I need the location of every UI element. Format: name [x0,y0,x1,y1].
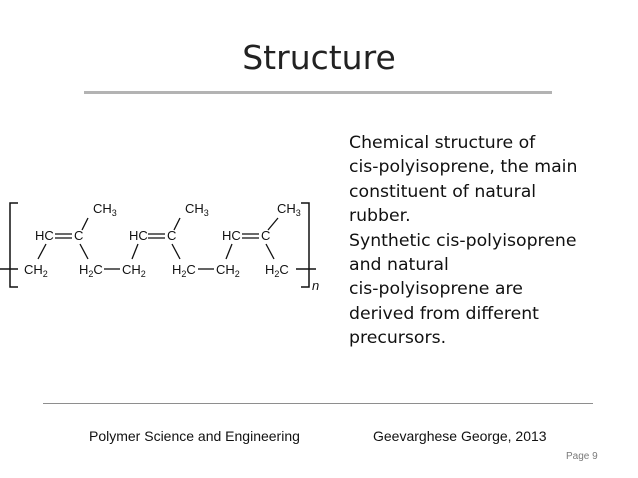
isoprene-unit-3: CH3 HC C H2C [222,201,301,279]
h2c-label: H2C [265,262,289,279]
description-line: Chemical structure of [349,133,536,153]
description-line: precursors. [349,328,447,349]
ch2-label: CH2 [24,262,48,279]
description-line: cis-polyisoprene are [349,279,523,300]
description-line: rubber. [349,206,411,227]
page-number: Page 9 [566,451,598,462]
hc-label: HC [35,228,54,243]
footer-author: Geevarghese George, 2013 [373,428,547,444]
isoprene-unit-1: CH3 HC C CH2 H2C CH2 [24,201,146,279]
description-line: and natural [349,255,449,276]
ch2-label: CH2 [122,262,146,279]
ch3-label: CH3 [277,201,301,218]
left-bracket [9,202,18,288]
chemical-structure-diagram: CH3 HC C CH2 H2C CH2 CH3 HC C [0,190,335,300]
hc-label: HC [222,228,241,243]
ch2-label: CH2 [216,262,240,279]
h2c-label: H2C [79,262,103,279]
title-underline [84,91,552,94]
h2c-label: H2C [172,262,196,279]
footer-course: Polymer Science and Engineering [89,428,300,444]
c-label: C [261,228,270,243]
hc-label: HC [129,228,148,243]
footer-divider [43,403,593,404]
repeat-n-label: n [312,278,319,293]
description-line: cis-polyisoprene, the main [349,157,578,178]
description-line: constituent of natural [349,181,537,202]
structure-description: Chemical structure of cis-polyisoprene, … [349,131,599,351]
slide-title: Structure [242,38,396,77]
ch3-label: CH3 [93,201,117,218]
ch3-label: CH3 [185,201,209,218]
right-bracket [301,202,310,288]
description-line: derived from different [349,303,539,324]
c-label: C [167,228,176,243]
description-line: Synthetic cis-polyisoprene [349,230,577,251]
isoprene-unit-2: CH3 HC C H2C CH2 [129,201,240,279]
c-label: C [74,228,83,243]
